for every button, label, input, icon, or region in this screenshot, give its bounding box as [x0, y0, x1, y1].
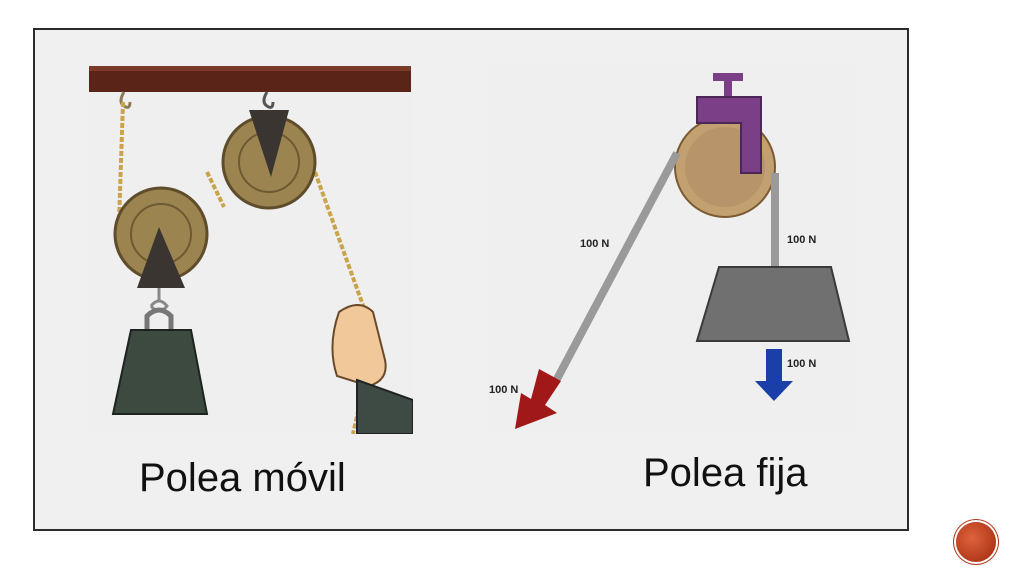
hanging-weight [695, 266, 851, 342]
hanging-weight [111, 329, 209, 415]
next-slide-button[interactable] [956, 522, 996, 562]
movable-pulley-illustration [89, 62, 413, 434]
right-rope-force-label: 100 N [787, 234, 816, 246]
fixed-pulley-caption: Polea fija [643, 451, 808, 495]
left-rope-force-label: 100 N [580, 238, 609, 250]
pull-force-label: 100 N [489, 384, 518, 396]
rope [117, 101, 125, 223]
weight-force-label: 100 N [787, 358, 816, 370]
pull-force-arrow [515, 369, 561, 429]
pulley-rope-left [553, 151, 681, 381]
pulley-bracket [696, 96, 762, 174]
movable-pulley-caption: Polea móvil [139, 456, 346, 500]
weight-force-arrow [755, 349, 793, 401]
hand [331, 304, 387, 388]
fixed-pulley-illustration: 100 N 100 N 100 N 100 N [487, 63, 855, 434]
